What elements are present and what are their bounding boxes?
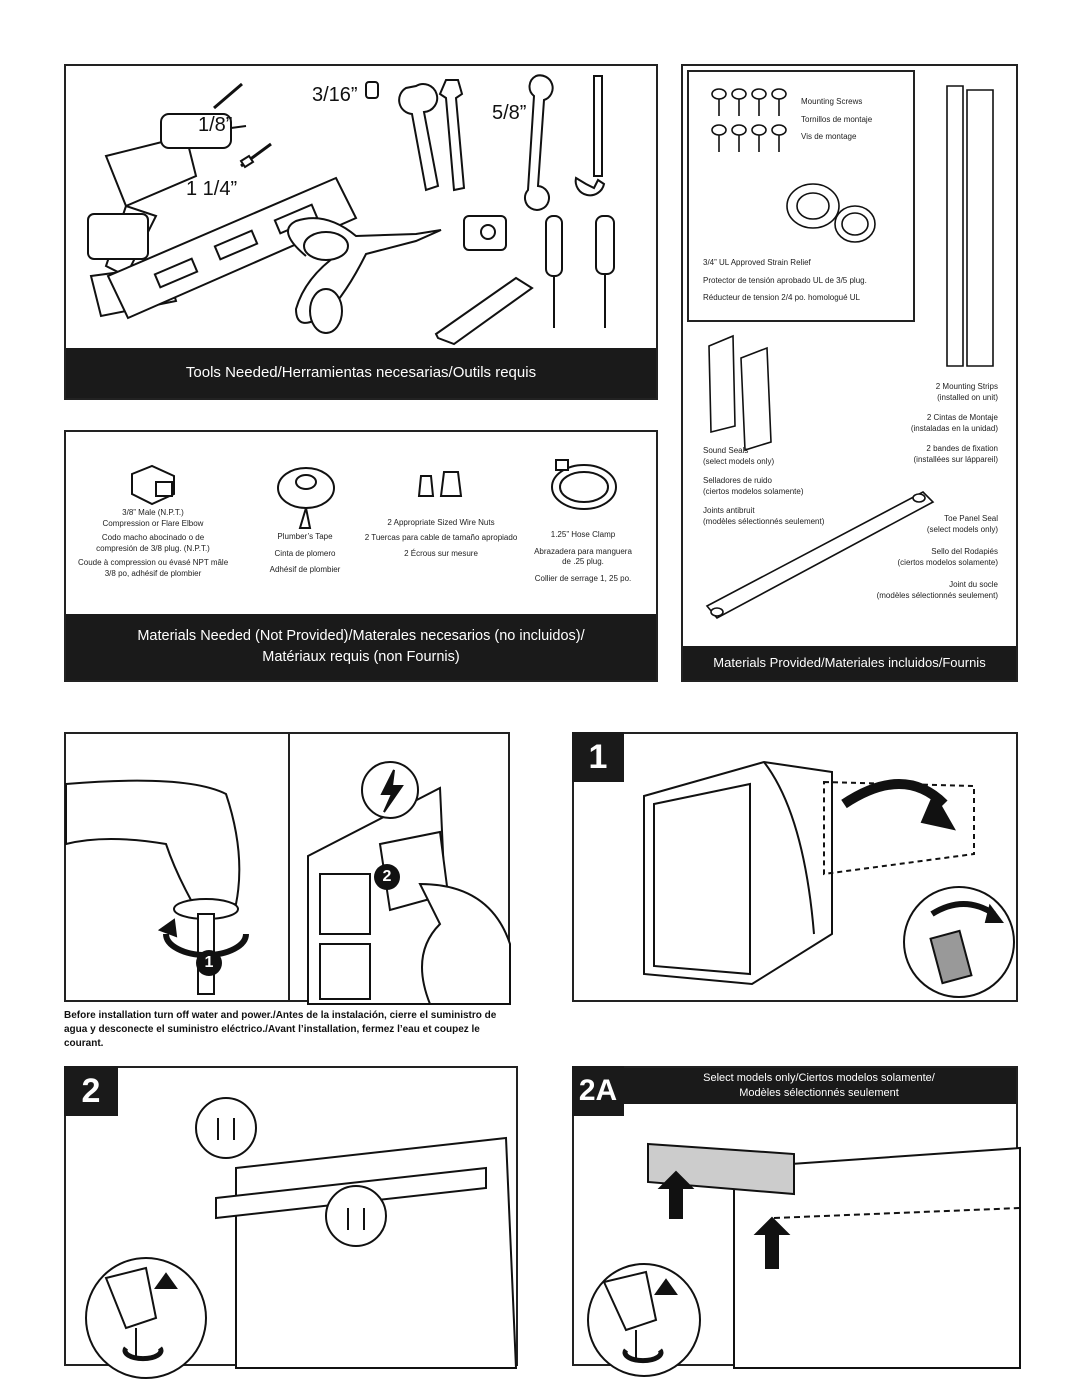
toe-panel-seal-label: Toe Panel Seal (select models only) Sell… xyxy=(876,514,998,600)
warning-text: Before installation turn off water and p… xyxy=(64,1010,497,1049)
step-1-panel xyxy=(572,732,1018,1002)
callout-1: 1 xyxy=(196,950,222,976)
select-models-banner: Select models only/Ciertos modelos solam… xyxy=(622,1068,1016,1104)
screws-label: Mounting Screws Tornillos de montaje Vis… xyxy=(801,97,873,141)
callout-2: 2 xyxy=(374,864,400,890)
breaker-illustration xyxy=(307,761,511,1005)
tools-panel: 3/16” 1/8” 5/8” 1 1/4” Tools Needed/Herr… xyxy=(64,64,658,400)
screws-strain-box xyxy=(687,70,915,322)
step-2a-number: 2A xyxy=(572,1066,624,1116)
water-shutoff-panel: 1 xyxy=(64,732,290,1002)
strain-relief-label: 3/4” UL Approved Strain Relief Protector… xyxy=(703,258,867,302)
step-2a-panel: Select models only/Ciertos modelos solam… xyxy=(572,1066,1021,1377)
step-2-number: 2 xyxy=(64,1066,118,1116)
materials-provided-title: Materials Provided/Materiales incluidos/… xyxy=(683,646,1016,680)
sound-seals-label: Sound Seals (select models only) Sellado… xyxy=(703,446,825,526)
hose-clamp-label: 1.25” Hose Clamp Abrazadera para manguer… xyxy=(534,530,632,583)
size-1-1-4: 1 1/4” xyxy=(186,178,238,200)
materials-needed-title: Materials Needed (Not Provided)/Materale… xyxy=(66,614,656,680)
drill-illustration xyxy=(87,74,615,346)
step-2-illustration xyxy=(85,1097,518,1379)
tape-label: Plumber’s Tape Cinta de plomero Adhésif … xyxy=(269,532,341,574)
size-5-8: 5/8” xyxy=(492,102,527,124)
wire-nuts-label: 2 Appropriate Sized Wire Nuts 2 Tuercas … xyxy=(364,518,518,558)
materials-provided-illustrations xyxy=(705,85,994,620)
hand-valve-illustration xyxy=(65,779,249,995)
elbow-label: 3/8” Male (N.P.T.) Compression or Flare … xyxy=(78,508,229,578)
tools-title: Tools Needed/Herramientas necesarias/Out… xyxy=(66,348,656,398)
materials-provided-panel: Mounting Screws Tornillos de montaje Vis… xyxy=(681,64,1018,682)
materials-needed-illustrations xyxy=(131,459,617,529)
size-3-16: 3/16” xyxy=(312,84,358,106)
step-2a-illustration xyxy=(587,1142,1021,1377)
step-1-illustration xyxy=(643,760,1015,998)
materials-needed-panel: 3/8” Male (N.P.T.) Compression or Flare … xyxy=(64,430,658,682)
mounting-strips-label: 2 Mounting Strips (installed on unit) 2 … xyxy=(910,382,998,464)
step-1-number: 1 xyxy=(572,732,624,782)
size-1-8: 1/8” xyxy=(198,114,233,136)
power-off-panel: 2 xyxy=(288,732,511,1005)
step-2-panel xyxy=(64,1066,518,1379)
